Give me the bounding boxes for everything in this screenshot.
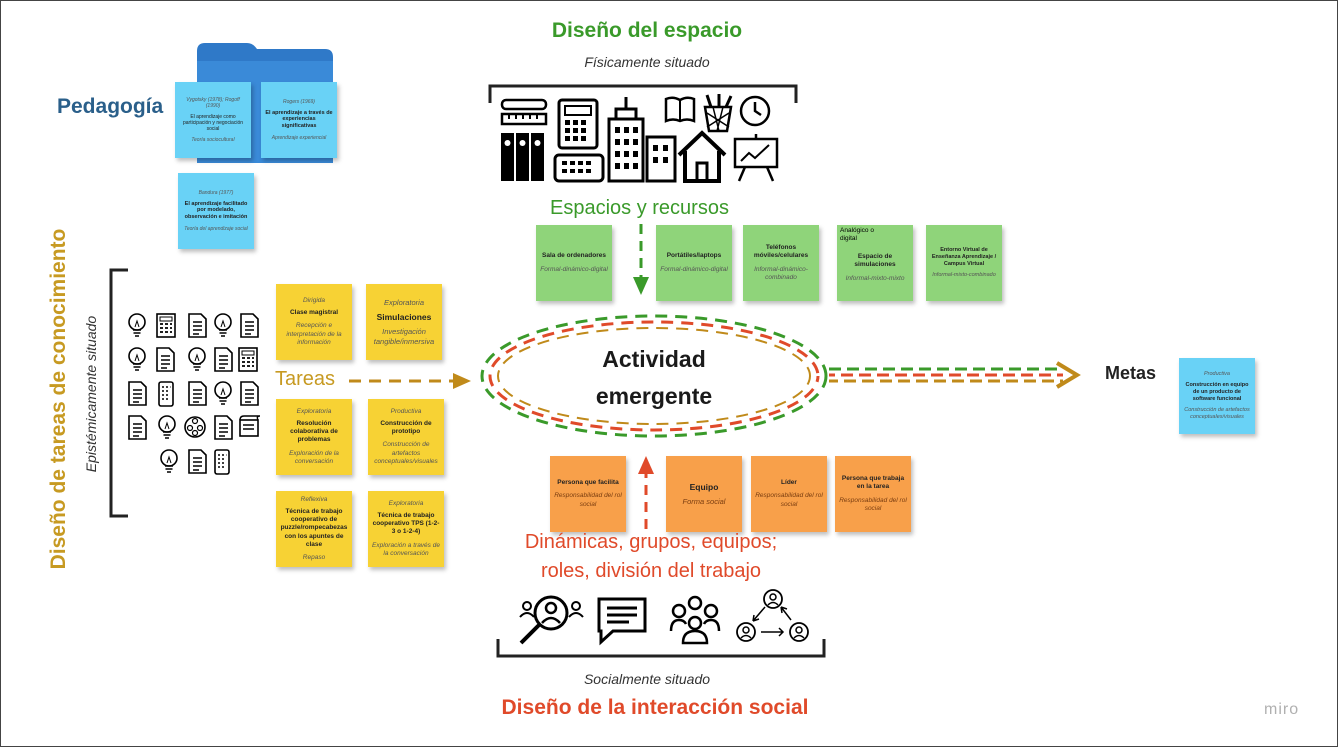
sticky-note-handwritten-tag: Analógico o digital bbox=[840, 227, 874, 242]
task-bracket bbox=[109, 268, 128, 518]
space-design-subtitle: Físicamente situado bbox=[584, 54, 710, 70]
pedagogy-title: Pedagogía bbox=[57, 95, 164, 118]
resources-label: Espacios y recursos bbox=[550, 197, 729, 219]
sticky-note-social-learning-theory[interactable]: Bandura (1977)El aprendizaje facilitado … bbox=[178, 173, 254, 249]
dynamics-label: Dinámicas, grupos, equipos; roles, divis… bbox=[501, 528, 801, 586]
goals-arrow bbox=[829, 361, 1081, 389]
space-bracket bbox=[488, 84, 798, 103]
ruler-pencil-icon bbox=[500, 98, 548, 126]
binders-icon bbox=[501, 133, 544, 181]
emergent-activity-ellipse bbox=[480, 314, 828, 438]
sticky-note-simulation-space[interactable]: Analógico o digital Espacio de simulacio… bbox=[837, 225, 913, 301]
sticky-note-experiential-learning[interactable]: Rogers (1969)El aprendizaje a través de … bbox=[261, 82, 337, 158]
calculator-icon bbox=[557, 98, 599, 150]
emergent-activity-line1: Actividad bbox=[602, 346, 706, 372]
buildings-icon bbox=[607, 97, 677, 183]
house-icon bbox=[677, 130, 727, 183]
dynamics-label-line2: roles, división del trabajo bbox=[540, 560, 762, 582]
social-design-title: Diseño de la interacción social bbox=[501, 696, 809, 719]
sticky-note-sociocultural-theory[interactable]: Vygotsky (1978); Rogoff (1990)El aprendi… bbox=[175, 82, 251, 158]
space-design-title: Diseño del espacio bbox=[551, 19, 743, 42]
chat-message-icon bbox=[597, 597, 647, 646]
delegation-icon bbox=[736, 589, 809, 642]
emergent-activity-text: Actividad emergente bbox=[554, 341, 754, 415]
emergent-activity-line2: emergente bbox=[595, 383, 713, 409]
tasks-label: Tareas bbox=[273, 368, 338, 391]
book-icon bbox=[664, 96, 696, 123]
pencil-cup-icon bbox=[703, 94, 733, 133]
phone-landscape-icon bbox=[553, 153, 605, 183]
team-group-icon bbox=[669, 595, 721, 645]
clock-icon bbox=[739, 95, 771, 127]
presentation-board-icon bbox=[733, 134, 779, 182]
sticky-note-virtual-campus[interactable]: Entorno Virtual de Enseñanza Aprendizaje… bbox=[926, 225, 1002, 301]
social-bracket bbox=[496, 639, 826, 658]
goals-label: Metas bbox=[1105, 363, 1157, 383]
user-search-icon bbox=[519, 595, 584, 645]
dynamics-label-line1: Dinámicas, grupos, equipos; bbox=[524, 531, 778, 553]
social-design-subtitle: Socialmente situado bbox=[583, 671, 711, 687]
miro-logo: miro bbox=[1264, 701, 1300, 718]
